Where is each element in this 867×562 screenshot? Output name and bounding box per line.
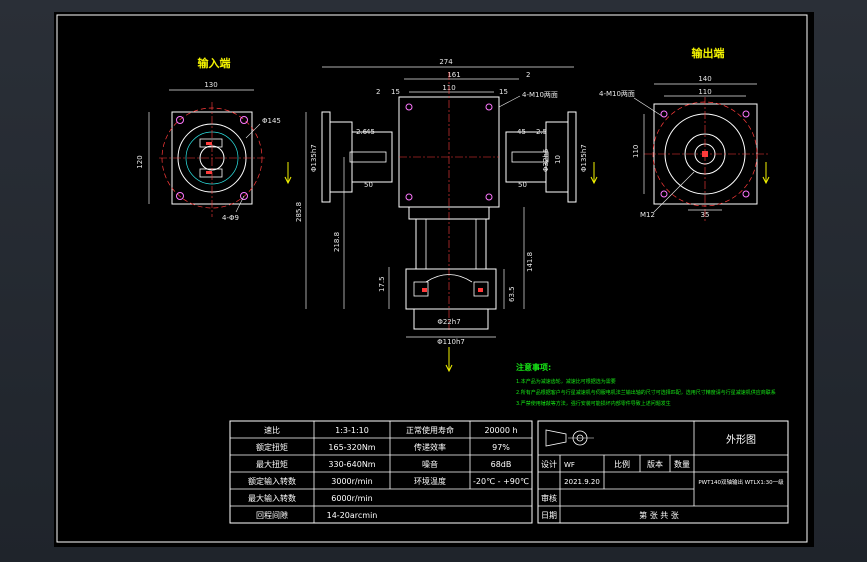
output-end-view: 输出端 140 110 4-M10两面 110 [599,46,770,222]
dim-l50: 50 [364,181,373,189]
dim-right-width2: 110 [698,88,711,96]
version-label: 版本 [647,459,663,469]
dim-d10: 10 [554,155,562,164]
note-2: 2.所有产品根据客户与行星减速机与伺服电机法兰输出轴的尺寸可选择匹配，选用尺寸精… [516,389,776,396]
spec-r3c3: -20℃ - +90℃ [473,477,529,486]
scale-label: 比例 [614,459,630,469]
dim-d2: 2 [526,71,530,79]
title-block: 外形图 设计 WF 比例 版本 数量 2021.9.20 PWT140双轴输出 … [537,420,789,524]
spec-r2c1: 330-640Nm [328,460,375,469]
spec-r3c1: 3000r/min [331,477,372,486]
part-name: PWT140双轴输出 WTLX1:30一级 [698,478,784,486]
spec-r1c2: 传递效率 [414,442,446,452]
dim-overall: 274 [439,58,453,66]
spec-r5c1: 14-20arcmin [327,511,378,520]
front-view: 274 161 2 110 15 2 15 4-M10两面 2.6 45 50 [284,58,598,373]
dim-left-width: 130 [204,81,217,89]
design-date: 2021.9.20 [564,478,600,486]
dim-d22: Φ22h7 [437,318,460,326]
dim-left-dia: Φ145 [262,117,281,125]
spec-r1c1: 165-320Nm [328,443,375,452]
dim-mid: 161 [447,71,460,79]
dim-h63: 63.5 [508,286,516,302]
dim-h2188: 218.8 [333,232,341,252]
dim-r25: 2.5 [536,128,547,136]
dim-r45: 45 [517,128,526,136]
dim-l26: 2.6 [356,128,368,136]
spec-table: 速比 1:3-1:10 正常使用寿命 20000 h 额定扭矩 165-320N… [229,420,533,524]
input-view-title: 输入端 [198,56,231,70]
spec-r4c1: 6000r/min [331,494,372,503]
dim-2b: 2 [376,88,380,96]
date-label: 日期 [541,511,557,520]
spec-r3c2: 环境温度 [414,476,446,486]
spec-r2c2: 噪音 [422,459,438,469]
dim-15b: 15 [499,88,508,96]
spec-r5c0: 回程间隙 [256,510,288,520]
spec-r4c0: 最大输入转数 [248,493,296,503]
dim-dia-right: Φ135h7 [580,144,588,172]
notes-title: 注意事项: [516,362,551,372]
drawing-canvas: 输入端 130 [56,14,808,543]
spec-r2c0: 最大扭矩 [256,459,288,469]
dim-l45: 45 [366,128,375,136]
dim-d32: Φ32h6 [542,148,550,172]
qty-label: 数量 [674,459,690,469]
sheet-border [56,14,808,543]
spec-r1c0: 额定扭矩 [256,442,288,452]
spec-r2c3: 68dB [491,460,512,469]
dim-d35: 35 [701,211,710,219]
dim-h175: 17.5 [378,276,386,292]
sheet-count: 第 张 共 张 [639,510,679,520]
dim-left-height: 120 [136,155,144,168]
output-view-title: 输出端 [692,46,725,60]
dim-r50: 50 [518,181,527,189]
note-3: 3.严禁使用锤敲等方法，强行安装可能损坏内部零件导致上述问题发生 [516,400,671,407]
dim-dia-left: Φ135h7 [310,144,318,172]
dim-h1418: 141.8 [526,252,534,272]
input-end-view: 输入端 130 [136,56,281,222]
spec-r0c2: 正常使用寿命 [406,425,454,435]
spec-r0c3: 20000 h [484,426,517,435]
drawing-title: 外形图 [726,434,756,446]
design-label: 设计 [541,459,557,469]
drawing-sheet: 输入端 130 [54,12,814,547]
dim-d110b: Φ110h7 [437,338,465,346]
review-label: 审核 [541,493,557,503]
dim-left-holes: 4-Φ9 [222,214,239,222]
right-holes: 4-M10两面 [599,90,635,98]
spec-r0c1: 1:3-1:10 [335,426,369,435]
notes-block: 注意事项: 1.本产品为减速齿轮，减速比可根据选为需要 2.所有产品根据客户与行… [516,362,776,407]
front-holes: 4-M10两面 [522,91,558,99]
note-1: 1.本产品为减速齿轮，减速比可根据选为需要 [516,378,616,385]
spec-r3c0: 额定输入转数 [248,476,296,486]
dim-right-width: 140 [698,75,711,83]
dim-15a: 15 [391,88,400,96]
projection-symbol [545,429,567,447]
spec-r0c0: 速比 [264,425,280,435]
dim-m12: M12 [640,211,655,219]
dim-h2858: 285.8 [295,202,303,222]
dim-right-height: 110 [632,145,640,158]
designer-name: WF [564,461,575,469]
spec-r1c3: 97% [492,443,510,452]
